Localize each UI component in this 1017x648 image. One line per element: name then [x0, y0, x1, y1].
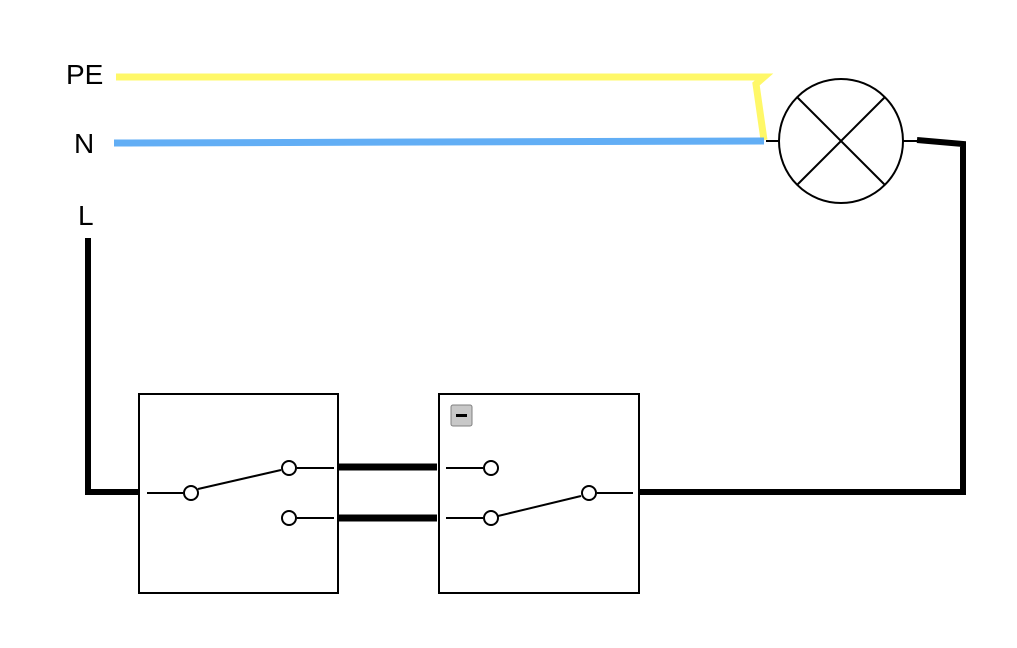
- switch-1-terminal-2: [281, 510, 297, 526]
- pe-wire: [116, 73, 774, 141]
- n-label: N: [74, 128, 94, 159]
- collapse-button[interactable]: [450, 404, 473, 427]
- switch-1-common-terminal: [183, 485, 199, 501]
- n-wire: [113, 137, 765, 147]
- switch-2-common-terminal: [581, 485, 597, 501]
- switch-1-terminal-1: [281, 460, 297, 476]
- l-label: L: [78, 200, 94, 231]
- l-wire: [85, 238, 139, 495]
- switch-2-terminal-2: [483, 510, 499, 526]
- minus-icon: [456, 414, 467, 417]
- lamp-symbol: [766, 78, 917, 204]
- two-way-switch-1: [138, 393, 339, 594]
- switch-2-terminal-1: [483, 460, 499, 476]
- two-way-switch-2: [438, 393, 640, 594]
- switched-line-wire: [639, 137, 966, 495]
- pe-label: PE: [66, 59, 103, 90]
